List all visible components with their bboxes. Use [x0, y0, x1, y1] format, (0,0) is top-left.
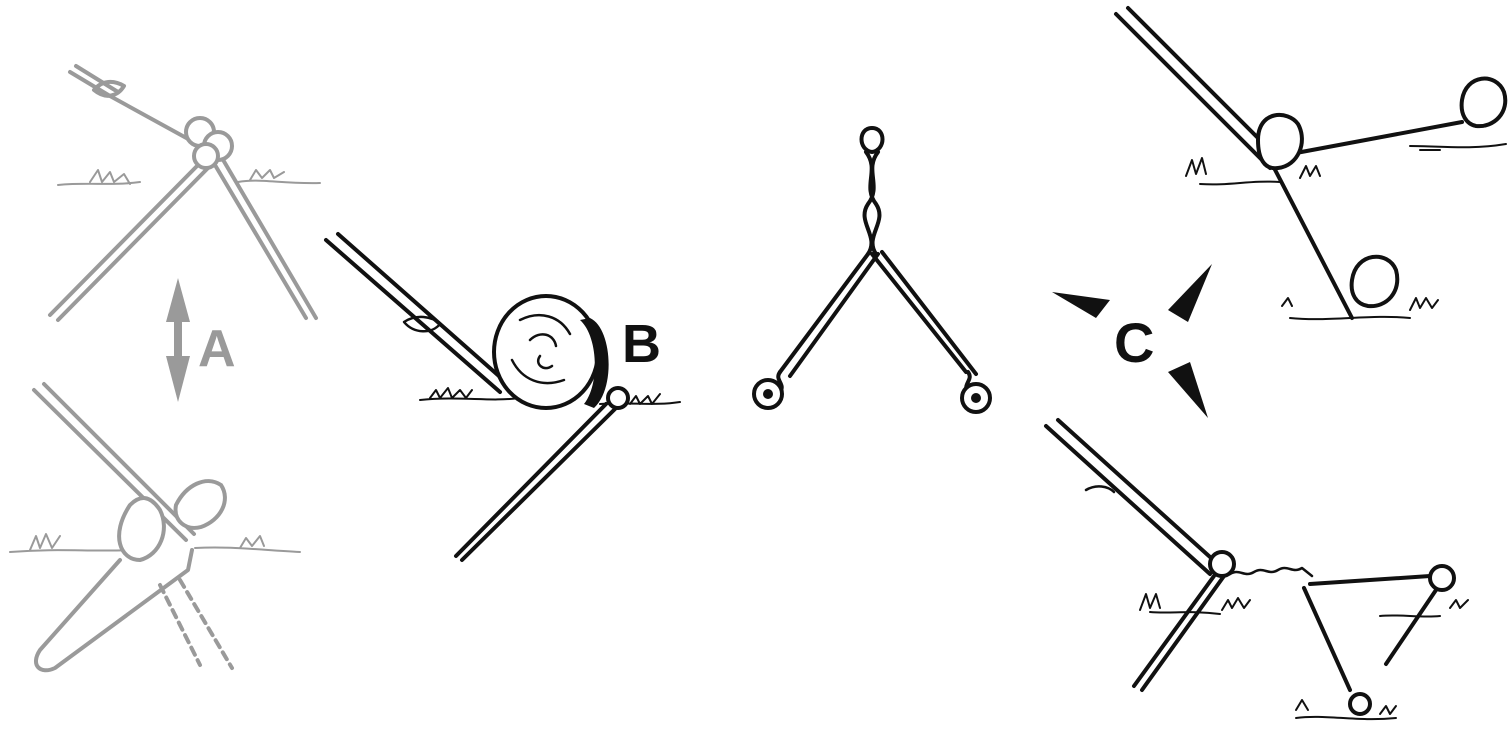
- c-lower-link: [1270, 160, 1352, 318]
- b-guy-rope: [326, 240, 500, 392]
- c2-stake-hook-3: [1350, 694, 1370, 714]
- cable-right-arm-edge: [882, 252, 976, 374]
- b-stake: [456, 404, 606, 556]
- ground-grass-right: [238, 170, 320, 183]
- ground-grass-left: [58, 170, 140, 185]
- c2-guy-rope-second: [1058, 420, 1220, 566]
- buried-anchor-back: [176, 481, 225, 528]
- label-b: B: [622, 314, 661, 374]
- c-arrowhead-left: [1052, 292, 1110, 318]
- b-stake-edge: [462, 408, 616, 560]
- a-arrow-down-head: [166, 356, 190, 402]
- panel-a: A: [10, 66, 320, 670]
- ground-grass-left-2: [10, 534, 130, 552]
- cable-right-arm: [872, 254, 966, 372]
- c2-stake-1: [1134, 576, 1214, 686]
- a-arrow-shaft: [174, 318, 182, 360]
- c2-chained-rope: [1230, 568, 1312, 576]
- panel-a-bottom-deadman-illustration: [10, 384, 300, 670]
- cable-right-eye-center: [971, 393, 981, 403]
- c-anchor-2: [1462, 79, 1506, 127]
- b-log-deadman: [494, 296, 598, 408]
- c-anchor-1: [1258, 115, 1302, 168]
- guy-rope: [70, 72, 190, 140]
- cable-left-arm: [780, 254, 868, 372]
- panel-b: [326, 234, 680, 560]
- c2-guy-rope: [1046, 426, 1210, 574]
- c2-link-right: [1310, 576, 1430, 584]
- panel-c-top-illustration: [1116, 8, 1506, 319]
- stake-right: [212, 160, 306, 318]
- buried-stake-dashed-outline: [160, 580, 232, 668]
- panel-c-bottom-illustration: [1046, 420, 1468, 719]
- stake-left-edge: [58, 168, 208, 320]
- b-guy-rope-second: [338, 234, 508, 384]
- c-anchor-3: [1352, 257, 1398, 306]
- c-arrowhead-upper-right: [1168, 264, 1212, 322]
- c2-stake-1-edge: [1142, 576, 1224, 690]
- c2-tensioner: [1086, 486, 1114, 492]
- cable-left-arm-edge: [790, 254, 878, 376]
- twisted-cable-y-connector: [754, 128, 990, 412]
- a-arrow-icon: [166, 278, 190, 402]
- cable-left-eye-center: [763, 389, 773, 399]
- label-c: C: [1114, 311, 1154, 374]
- guy-rope-lower-second: [44, 384, 194, 534]
- panel-c: C: [1046, 8, 1506, 719]
- ground-grass-right-2: [195, 536, 300, 552]
- c-ground-grass-1: [1186, 158, 1320, 184]
- c-ground-grass-2: [1410, 144, 1506, 150]
- c2-stake-2: [1386, 590, 1436, 664]
- buried-anchor-front: [119, 498, 164, 560]
- c2-ground-grass-3: [1296, 700, 1396, 719]
- c-arrowhead-lower-right: [1168, 362, 1208, 418]
- buried-stake-body: [36, 550, 192, 670]
- c2-stake-hook-2: [1430, 566, 1454, 590]
- label-a: A: [198, 320, 236, 378]
- cable-top-eye: [862, 128, 883, 152]
- c-guy-rope: [1116, 14, 1270, 168]
- knot-loop-bottom: [194, 144, 218, 168]
- ground-grass-b-left: [420, 388, 520, 400]
- c2-link-down: [1304, 588, 1350, 690]
- a-arrow-up-head: [166, 278, 190, 322]
- b-stake-hook: [608, 388, 628, 408]
- panel-a-top-knot-illustration: [50, 66, 320, 320]
